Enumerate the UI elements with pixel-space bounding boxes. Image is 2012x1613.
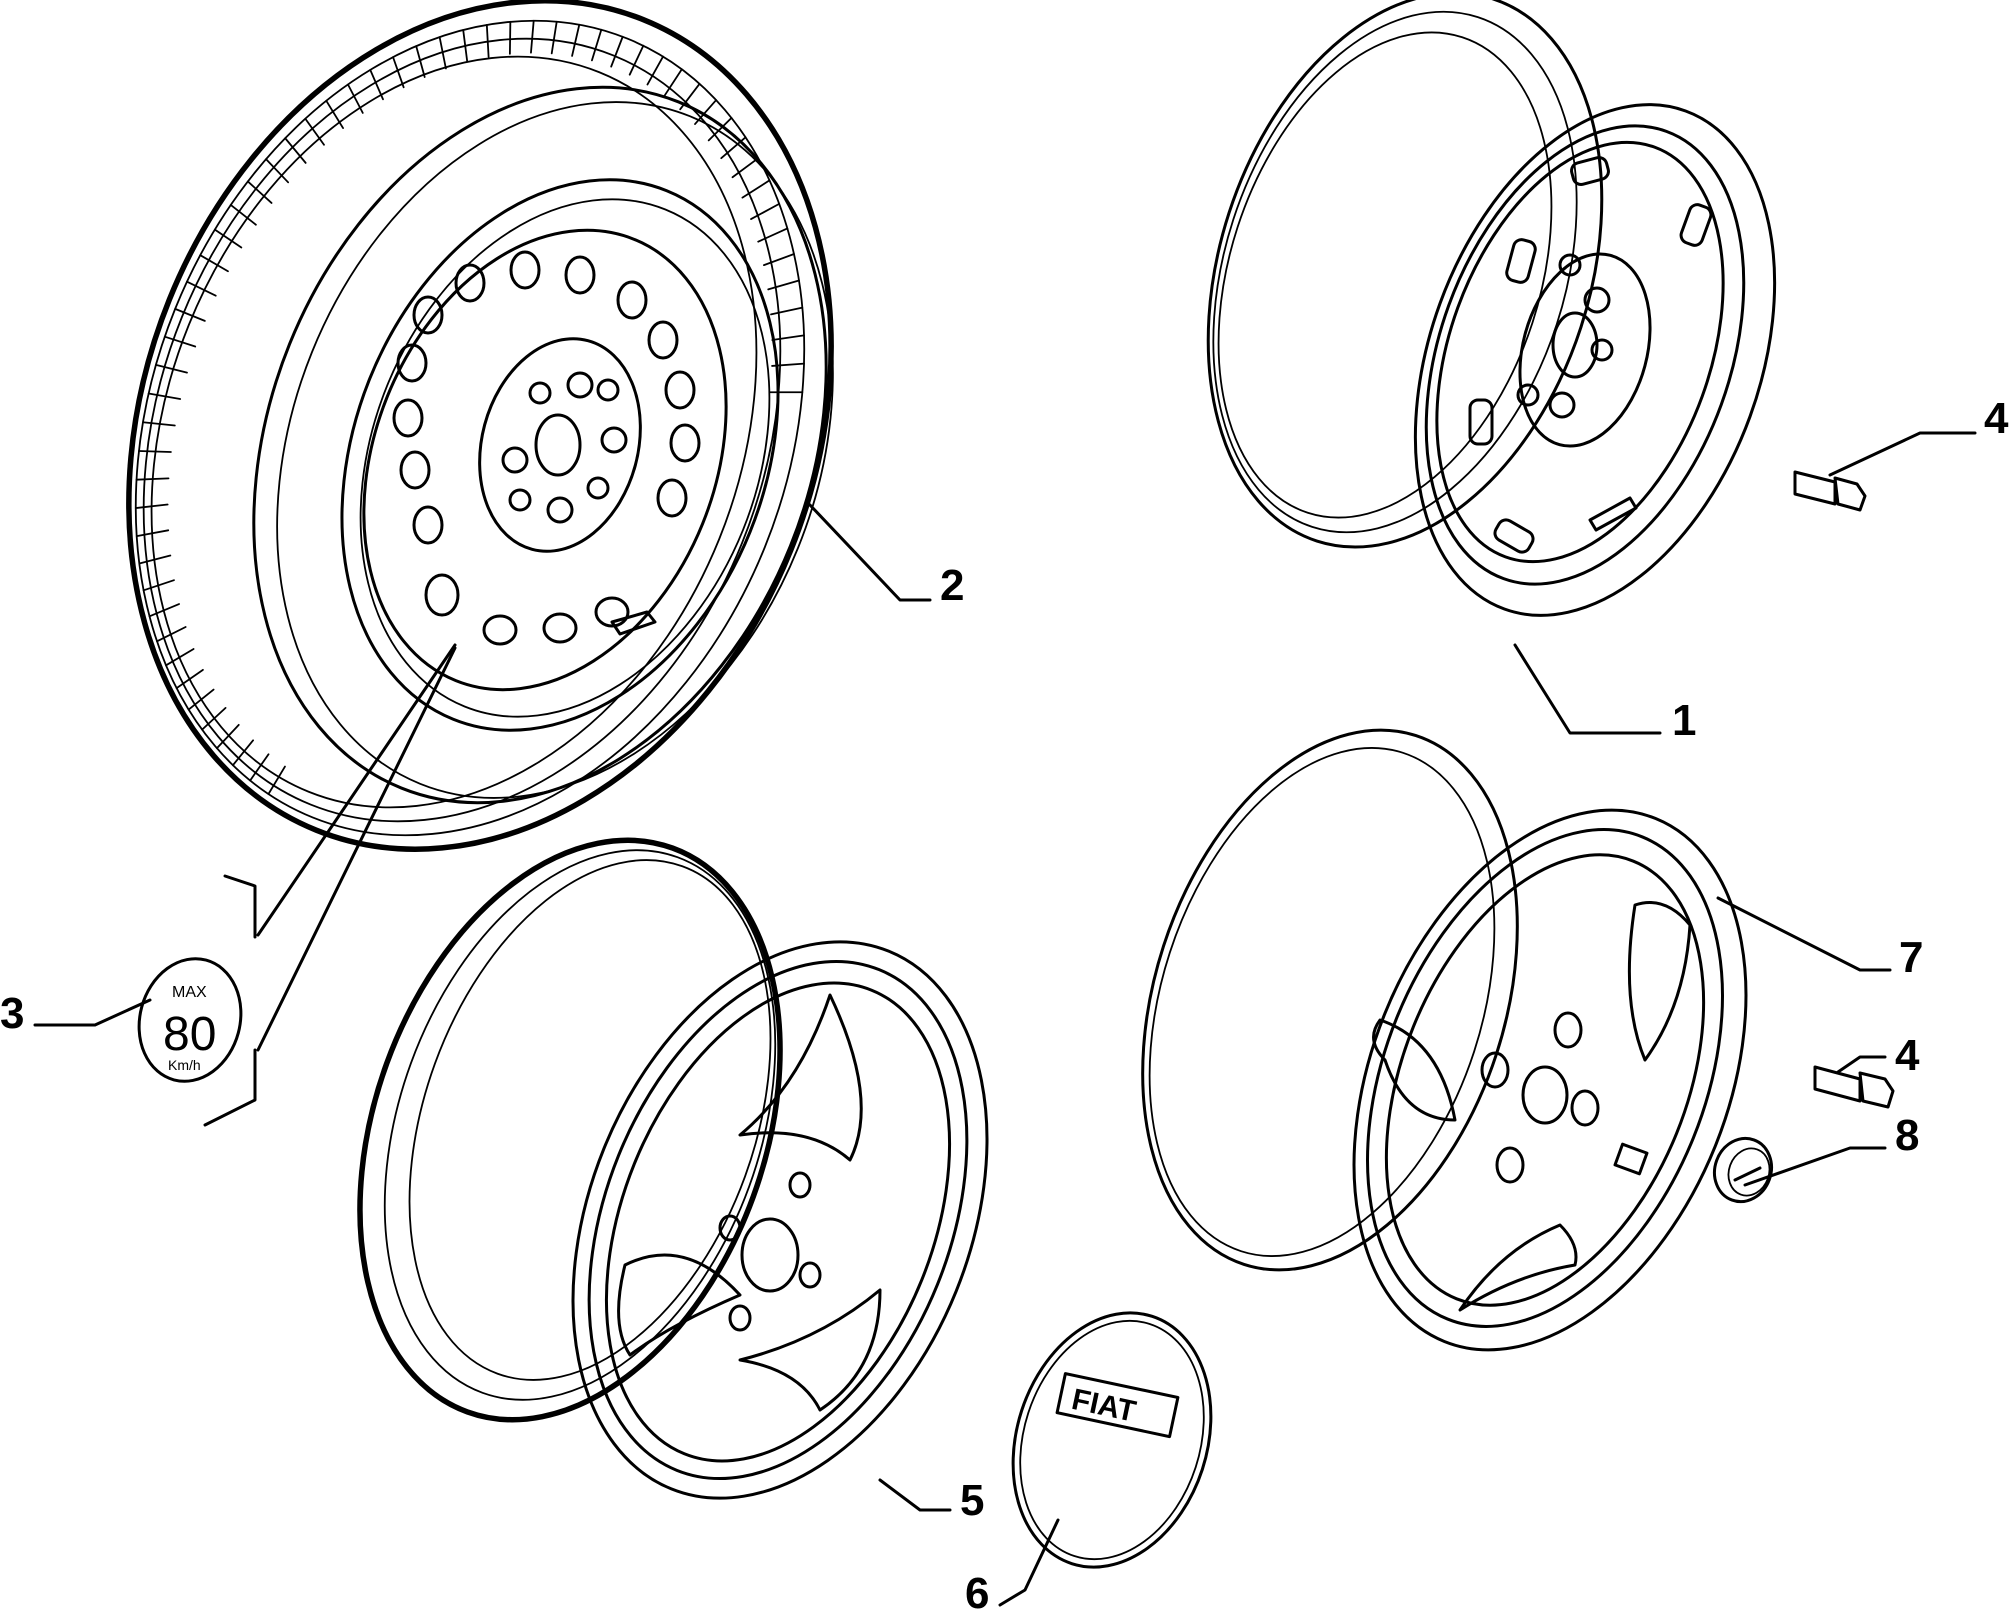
alloy-rim-seven: [1141, 728, 1748, 1352]
wheel-bolts: [501, 371, 628, 524]
hubcap-logo: FIAT: [1069, 1383, 1139, 1429]
callout-2: 2: [940, 561, 964, 610]
rim-ventilation-holes: [392, 250, 701, 646]
leader-line-3b: [256, 646, 457, 1052]
sticker-speed-value: 80: [163, 1008, 216, 1061]
sticker-bracket-top: [223, 874, 257, 939]
sticker-bracket-bottom: [203, 1048, 257, 1127]
wheel-bolt-4-lower: [1813, 1065, 1895, 1109]
steel-rim: [1206, 0, 1777, 617]
leader-line-3a: [256, 643, 457, 937]
speed-sticker: MAX 80 Km/h: [137, 957, 243, 1083]
callout-4-lower: 4: [1895, 1031, 1920, 1080]
callout-8: 8: [1895, 1111, 1919, 1160]
alloy-rim-five: [357, 837, 989, 1500]
callout-4-top: 4: [1984, 394, 2009, 443]
sticker-max-text: MAX: [172, 984, 207, 1001]
sticker-unit-text: Km/h: [168, 1057, 201, 1073]
callout-1: 1: [1672, 696, 1696, 745]
leader-lines: [33, 431, 1977, 1607]
center-cap-8: [1713, 1136, 1773, 1204]
callout-7: 7: [1899, 933, 1923, 982]
wheel-with-tyre: [126, 0, 834, 852]
wheel-bolt-4-top: [1793, 470, 1867, 512]
callout-6: 6: [965, 1569, 989, 1613]
hubcap-6: FIAT: [1011, 1311, 1213, 1569]
callout-5: 5: [960, 1476, 984, 1525]
tread-blocks: [134, 19, 805, 795]
callout-3: 3: [0, 989, 24, 1038]
